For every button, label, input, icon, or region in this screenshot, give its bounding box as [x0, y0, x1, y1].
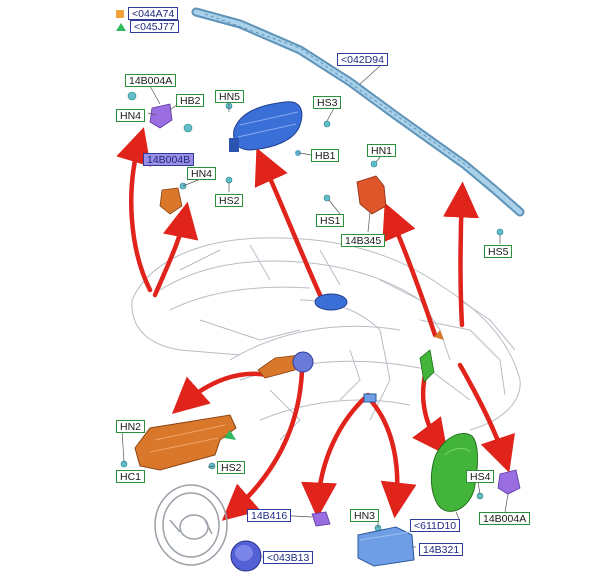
curtain-airbag-part: [191, 7, 525, 217]
label-hs2-top[interactable]: HS2: [215, 194, 244, 207]
vehicle-body-outline: [131, 237, 521, 441]
label-curtain-airbag[interactable]: <042D94: [337, 53, 388, 66]
steering-wheel-part: [154, 484, 228, 566]
label-control-module[interactable]: 14B321: [419, 543, 464, 556]
legend-code-1: <044A74: [128, 7, 179, 20]
restraints-control-module-part: [357, 526, 415, 567]
legend-row-2: <045J77: [116, 20, 179, 33]
side-impact-sensor-part: [356, 175, 387, 215]
label-hs4[interactable]: HS4: [466, 470, 495, 483]
label-driver-airbag[interactable]: <043B13: [263, 551, 314, 564]
label-14b004a-bottom[interactable]: 14B004A: [479, 512, 531, 525]
label-hb2[interactable]: HB2: [176, 94, 205, 107]
driver-airbag-part: [230, 540, 262, 572]
label-side-sensor[interactable]: 14B345: [341, 234, 386, 247]
orange-square-icon: [116, 9, 124, 18]
label-hb1[interactable]: HB1: [311, 149, 340, 162]
parts-in-vehicle: [257, 293, 444, 403]
passenger-airbag-part: [229, 101, 303, 156]
label-hs1[interactable]: HS1: [316, 214, 345, 227]
label-14b004b[interactable]: 14B004B: [143, 153, 195, 166]
legend-code-2: <045J77: [130, 20, 179, 33]
label-hc1[interactable]: HC1: [116, 470, 146, 483]
label-hs3[interactable]: HS3: [313, 96, 342, 109]
label-seat-airbag[interactable]: <611D10: [410, 519, 461, 532]
label-hn4-mid[interactable]: HN4: [187, 167, 217, 180]
seatbelt-pretensioner-orange: [159, 187, 183, 215]
legend-row-1: <044A74: [116, 7, 179, 20]
green-triangle-icon: [116, 22, 126, 31]
knee-airbag-part: [134, 414, 237, 471]
label-hn2[interactable]: HN2: [116, 420, 146, 433]
seatbelt-pretensioner-lower: [497, 469, 521, 495]
label-hn4-top[interactable]: HN4: [116, 109, 146, 122]
label-clockspring[interactable]: 14B416: [247, 509, 292, 522]
label-hs5[interactable]: HS5: [484, 245, 513, 258]
label-hn1[interactable]: HN1: [367, 144, 397, 157]
label-14b004a-top[interactable]: 14B004A: [125, 74, 177, 87]
label-hn5[interactable]: HN5: [215, 90, 245, 103]
label-hn3[interactable]: HN3: [350, 509, 380, 522]
seatbelt-pretensioner-upper: [149, 103, 173, 129]
clockspring-part: [311, 511, 331, 527]
label-hs2-knee[interactable]: HS2: [217, 461, 246, 474]
red-arrows: [116, 127, 515, 521]
seat-side-airbag-part: [430, 433, 478, 512]
